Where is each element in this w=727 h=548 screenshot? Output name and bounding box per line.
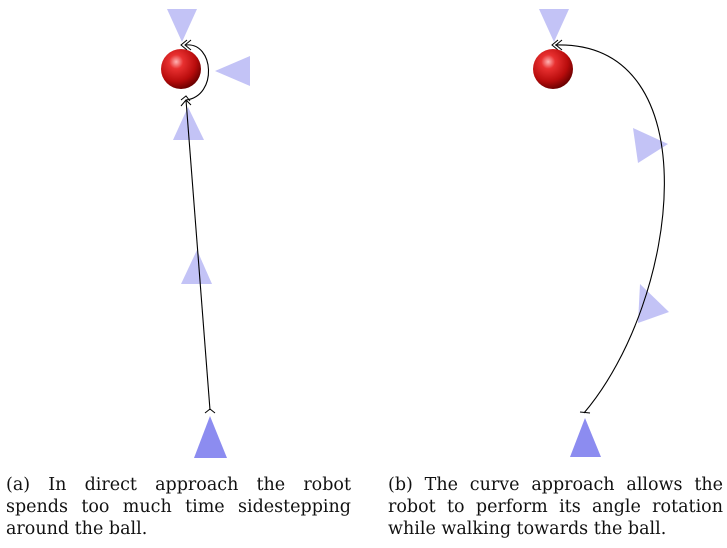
path-start-tick	[579, 411, 591, 414]
caption-a-line: (a) In direct approach the robot	[6, 475, 351, 495]
caption-b-line: while walking towards the ball.	[388, 519, 667, 539]
panel-b-curve-approach	[533, 9, 669, 457]
caption-a: (a) In direct approach the robot spends …	[6, 474, 351, 540]
robot-pose-icon	[181, 250, 212, 284]
arrowhead-icon	[184, 39, 192, 51]
arrowhead-icon	[551, 39, 559, 51]
path-start-tick	[204, 408, 216, 414]
caption-a-line: spends too much time sidestepping	[6, 497, 351, 517]
ball-icon	[533, 49, 573, 89]
arrowhead-icon	[180, 99, 192, 107]
robot-pose-icon	[167, 9, 197, 42]
caption-a-line: around the ball.	[6, 519, 148, 539]
caption-b: (b) The curve approach allows the robot …	[388, 474, 723, 540]
arrowhead-icon	[180, 95, 191, 102]
robot-current-icon	[194, 416, 227, 458]
arrowhead-icon	[180, 39, 188, 51]
robot-pose-icon	[173, 107, 204, 140]
approach-diagram	[161, 9, 669, 458]
robot-pose-icon	[539, 9, 569, 42]
direct-path-line	[185, 99, 211, 411]
sidestep-arc-path	[185, 44, 209, 101]
panel-a-direct-approach	[161, 9, 250, 458]
caption-b-line: robot to perform its angle rotation	[388, 497, 723, 517]
robot-pose-icon	[215, 56, 250, 86]
ball-icon	[161, 49, 201, 89]
curve-path-line	[554, 44, 665, 414]
arrowhead-icon	[555, 39, 563, 51]
robot-current-icon	[570, 418, 601, 457]
robot-pose-icon	[638, 284, 669, 323]
caption-b-line: (b) The curve approach allows the	[388, 475, 723, 495]
robot-pose-icon	[633, 128, 668, 163]
